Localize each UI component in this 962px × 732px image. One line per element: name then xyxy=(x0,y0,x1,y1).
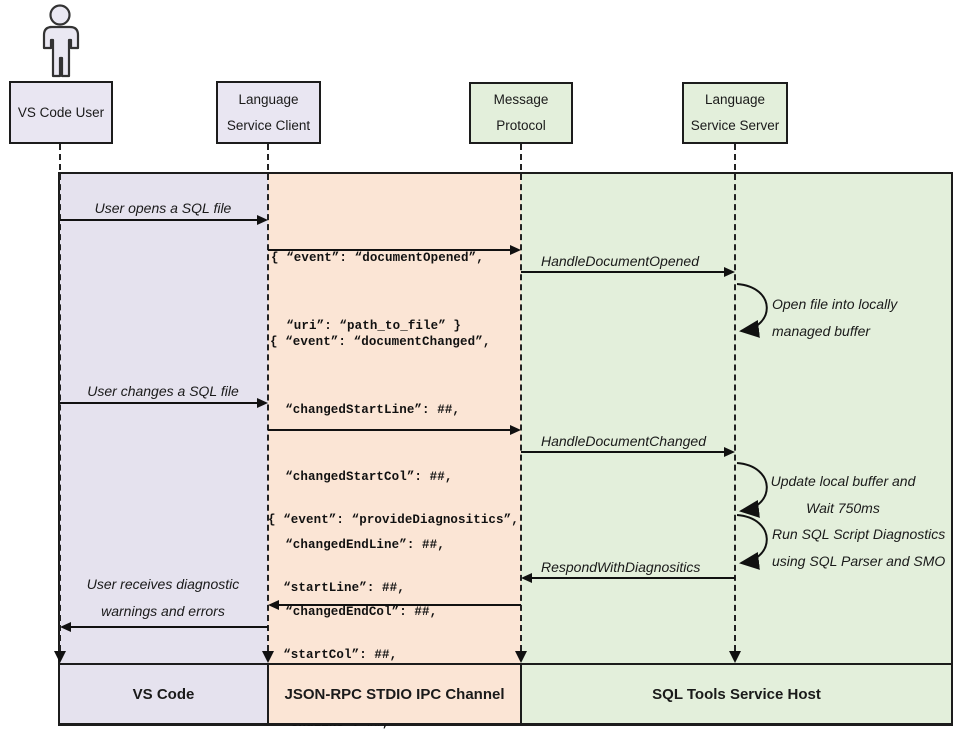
lane-label: JSON-RPC STDIO IPC Channel xyxy=(284,685,505,703)
actor-label: Language xyxy=(238,91,299,107)
label-respond-with-diagnostics: RespondWithDiagnositics xyxy=(541,559,701,575)
band-ipc-channel xyxy=(268,173,521,725)
arrow-document-changed xyxy=(268,429,512,431)
payload-line: { “event”: “documentChanged”, xyxy=(270,335,491,349)
payload-line: “changedStartCol”: ##, xyxy=(270,470,453,484)
label-user-receives-1: User receives diagnostic xyxy=(86,576,240,592)
arrow-diagnostics-to-user xyxy=(69,626,268,628)
lifeline-end-arrow xyxy=(729,651,741,663)
arrowhead xyxy=(724,267,735,277)
payload-line: “uri”: “path_to_file” } xyxy=(271,318,462,333)
arrow-document-opened xyxy=(268,249,512,251)
lifeline-end-arrow xyxy=(262,651,274,663)
lifeline-message-protocol xyxy=(520,144,522,651)
band-vscode xyxy=(60,173,268,725)
arrowhead xyxy=(724,447,735,457)
lane-label: VS Code xyxy=(132,685,195,703)
arrowhead xyxy=(521,573,532,583)
actor-box-vscode-user: VS Code User xyxy=(9,81,113,144)
lifeline-service-server xyxy=(734,144,736,651)
actor-icon xyxy=(42,4,80,78)
note-line: using SQL Parser and SMO xyxy=(772,553,946,569)
payload-line: “changedStartLine”: ##, xyxy=(270,402,461,417)
arrowhead xyxy=(268,600,279,610)
actor-label: Service Server xyxy=(690,118,780,133)
note-run-diagnostics: Run SQL Script Diagnostics using SQL Par… xyxy=(772,521,945,575)
arrow-respond-with-diagnostics xyxy=(530,577,735,579)
payload-line: { “event”: “provideDiagnositics”, xyxy=(268,513,519,527)
lane-label: SQL Tools Service Host xyxy=(652,685,821,703)
arrow-user-opens xyxy=(60,219,260,221)
note-line: Wait 750ms xyxy=(806,500,880,516)
arrow-user-changes xyxy=(60,402,260,404)
arrowhead xyxy=(510,425,521,435)
actor-label: VS Code User xyxy=(17,104,105,120)
payload-line: “changedEndCol”: ##, xyxy=(270,605,438,619)
payload-line: “startCol”: ##, xyxy=(268,648,398,662)
actor-label: Language xyxy=(704,92,766,107)
note-line: Update local buffer and xyxy=(770,473,916,489)
payload-line: { “event”: “documentOpened”, xyxy=(271,251,484,265)
label-handle-document-opened: HandleDocumentOpened xyxy=(541,253,699,269)
lifeline-vscode-user xyxy=(59,144,61,651)
note-line: managed buffer xyxy=(772,323,871,339)
payload-document-opened: { “event”: “documentOpened”, “uri”: “pat… xyxy=(271,202,484,382)
actor-box-message-protocol: Message Protocol xyxy=(469,82,573,144)
actor-label: Protocol xyxy=(496,118,546,133)
lane-vscode: VS Code xyxy=(58,663,269,725)
lifeline-end-arrow xyxy=(515,651,527,663)
note-line: Run SQL Script Diagnostics xyxy=(772,526,946,542)
note-open-file: Open file into locally managed buffer xyxy=(772,291,897,345)
lifeline-end-arrow xyxy=(54,651,66,663)
lifeline-service-client xyxy=(267,144,269,651)
actor-label: Message xyxy=(493,92,549,107)
actor-box-service-server: Language Service Server xyxy=(682,82,788,144)
arrowhead xyxy=(510,245,521,255)
arrow-handle-document-changed xyxy=(521,451,726,453)
arrowhead xyxy=(60,622,71,632)
actor-box-service-client: Language Service Client xyxy=(216,81,321,144)
lane-service-host: SQL Tools Service Host xyxy=(520,663,953,725)
payload-line: “changedEndLine”: ##, xyxy=(270,537,445,552)
label-user-changes: User changes a SQL file xyxy=(87,383,239,399)
label-handle-document-changed: HandleDocumentChanged xyxy=(541,433,706,449)
label-user-opens: User opens a SQL file xyxy=(94,200,232,216)
arrow-diagnostics-to-client xyxy=(277,604,521,606)
label-user-receives-2: warnings and errors xyxy=(101,603,225,619)
actor-label: Service Client xyxy=(226,117,311,133)
arrowhead xyxy=(257,215,268,225)
lane-ipc-channel: JSON-RPC STDIO IPC Channel xyxy=(267,663,522,725)
note-update-buffer: Update local buffer and Wait 750ms xyxy=(762,468,924,522)
band-service-host xyxy=(521,173,952,725)
note-line: Open file into locally xyxy=(772,296,898,312)
payload-line: “startLine”: ##, xyxy=(268,580,405,595)
arrowhead xyxy=(257,398,268,408)
arrow-handle-document-opened xyxy=(521,271,726,273)
